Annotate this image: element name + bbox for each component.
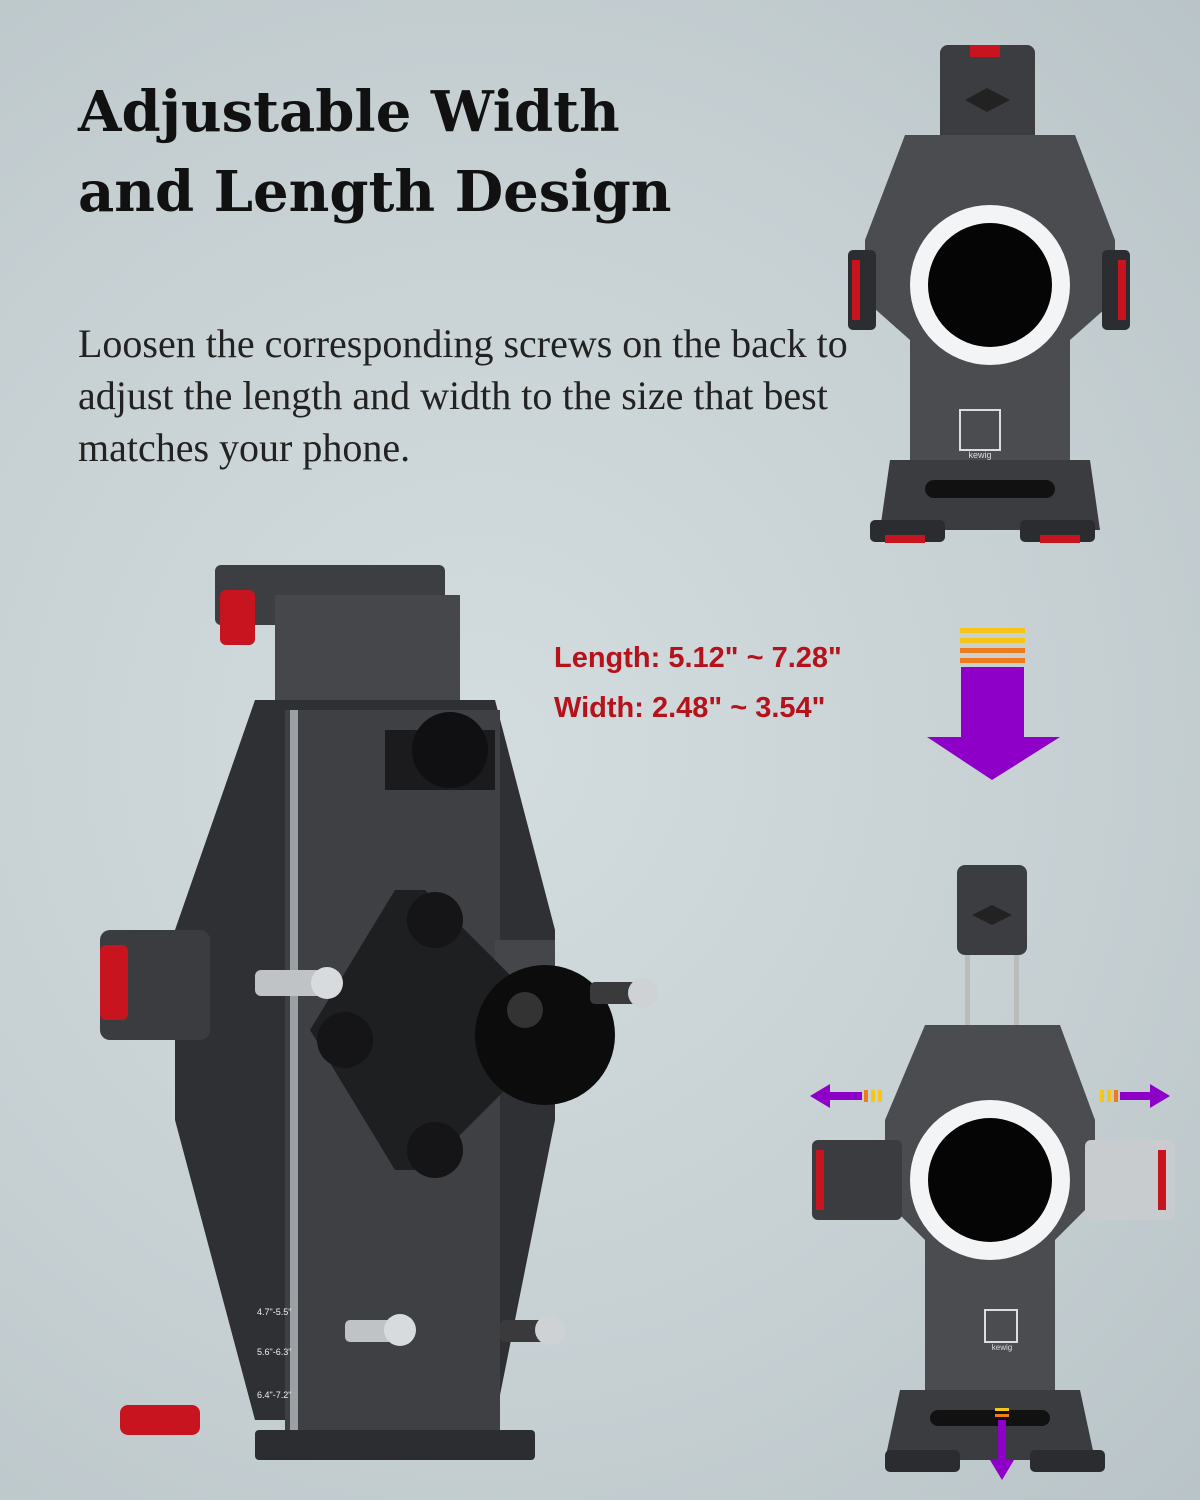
svg-text:kewig: kewig xyxy=(992,1343,1012,1352)
width-spec: Width: 2.48" ~ 3.54" xyxy=(554,692,826,724)
length-arrow-small-icon xyxy=(990,1408,1014,1480)
size-label-1: 4.7"-5.5" xyxy=(257,1307,291,1317)
width-arrow-left-icon xyxy=(810,1084,882,1108)
length-spec: Length: 5.12" ~ 7.28" xyxy=(554,642,842,674)
phone-mount-front-compact: kewig xyxy=(848,45,1130,543)
length-arrow-icon xyxy=(927,628,1060,780)
width-arrow-right-icon xyxy=(1100,1084,1170,1108)
page-title: Adjustable Width and Length Design xyxy=(78,72,671,232)
size-label-2: 5.6"-6.3" xyxy=(257,1347,291,1357)
size-label-3: 6.4"-7.2" xyxy=(257,1390,291,1400)
title-line-1: Adjustable Width xyxy=(78,79,620,145)
description: Loosen the corresponding screws on the b… xyxy=(78,321,848,470)
title-line-2: and Length Design xyxy=(78,159,672,225)
phone-mount-back-view: 4.7"-5.5" 5.6"-6.3" 6.4"-7.2" xyxy=(100,565,658,1460)
brand-logo: kewig xyxy=(968,450,991,460)
phone-mount-front-extended: kewig xyxy=(810,865,1175,1480)
